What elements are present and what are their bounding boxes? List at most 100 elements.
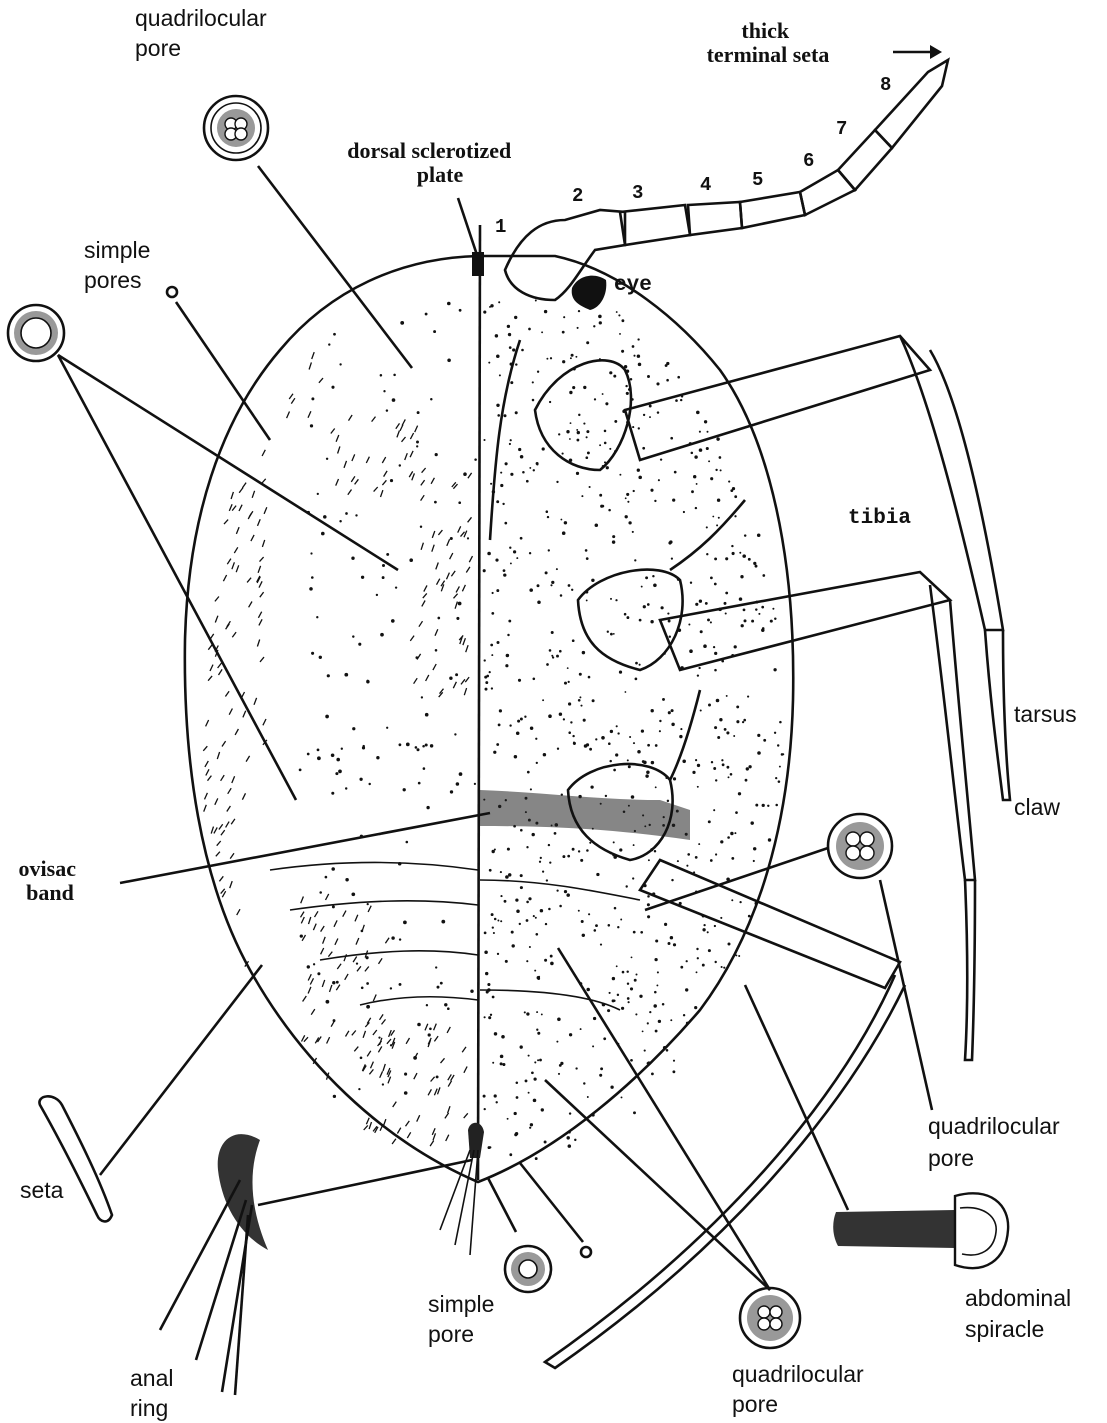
ventral-dot (495, 334, 498, 337)
dorsal-seta-mark (388, 1077, 391, 1084)
ventral-dot (586, 341, 589, 344)
dorsal-seta-mark (229, 504, 232, 511)
dorsal-seta-mark (369, 1122, 371, 1129)
dorsal-seta-mark (242, 483, 246, 488)
ventral-dot (714, 557, 717, 560)
ventral-dot (723, 967, 725, 969)
ventral-dot (672, 498, 675, 501)
ventral-dot (483, 1095, 486, 1098)
ventral-dot (586, 988, 590, 992)
dorsal-dot (325, 876, 328, 879)
ventral-dot (722, 763, 725, 766)
ventral-dot (567, 667, 569, 669)
ventral-dot (695, 856, 698, 859)
ventral-dot (532, 381, 534, 383)
ventral-dot (593, 325, 595, 327)
ventral-dot (744, 619, 747, 622)
dorsal-dot (316, 616, 318, 618)
dorsal-seta-mark (365, 967, 369, 972)
ventral-dot (491, 654, 493, 656)
ventral-dot (530, 788, 532, 790)
ventral-dot (718, 517, 720, 519)
ventral-dot (758, 613, 760, 615)
dorsal-seta-mark (289, 394, 293, 399)
ventral-dot (716, 437, 719, 440)
ventral-dot (665, 364, 668, 367)
dorsal-dot (378, 1037, 380, 1039)
dorsal-seta-mark (343, 911, 346, 917)
dorsal-dot (429, 1027, 432, 1030)
dorsal-seta-mark (221, 830, 225, 835)
dorsal-seta-mark (354, 1047, 358, 1052)
ventral-dot (492, 592, 494, 594)
ventral-dot (689, 649, 693, 653)
ventral-dot (617, 926, 619, 928)
ventral-dot (677, 860, 679, 862)
dorsal-seta-mark (227, 806, 231, 812)
dorsal-dot (393, 374, 396, 377)
dorsal-dot (331, 754, 335, 758)
dorsal-seta-mark (204, 805, 207, 812)
ventral-dot (569, 1033, 572, 1036)
ventral-dot (544, 959, 547, 962)
ventral-dot (551, 581, 554, 584)
ventral-dot (528, 1092, 530, 1094)
ventral-dot (625, 385, 627, 387)
ventral-dot (721, 966, 723, 968)
ventral-dot (616, 725, 618, 727)
ventral-dot (581, 495, 583, 497)
ventral-dot (589, 486, 591, 488)
dorsal-seta-mark (433, 664, 436, 670)
label-simple-pore-bottom: simple pore (428, 1291, 501, 1347)
ventral-dot (578, 310, 580, 312)
ventral-dot (630, 987, 633, 990)
ventral-dot (488, 1146, 491, 1149)
ventral-dot (609, 371, 612, 374)
ventral-dot (483, 311, 486, 314)
dorsal-dot (383, 390, 385, 392)
ventral-dot (692, 771, 695, 774)
ventral-dot (530, 726, 533, 729)
dorsal-seta-mark (308, 987, 311, 994)
ventral-dot (621, 350, 624, 353)
ventral-dot (586, 436, 588, 438)
dorsal-seta-mark (321, 948, 324, 954)
ventral-dot (660, 458, 662, 460)
dorsal-dot (456, 617, 459, 620)
ventral-dot (522, 471, 525, 474)
dorsal-seta-mark (461, 679, 465, 684)
ventral-dot (731, 857, 734, 860)
ventral-dot (672, 1070, 675, 1073)
ventral-dot (546, 663, 549, 666)
dorsal-dot (455, 673, 458, 676)
dorsal-dot (328, 343, 330, 345)
ventral-dot (753, 860, 755, 862)
ventral-dot (487, 983, 490, 986)
dorsal-seta-mark (232, 632, 236, 637)
dorsal-dot (335, 772, 338, 775)
dorsal-seta-mark (392, 1139, 396, 1144)
dorsal-dot (449, 676, 452, 679)
dorsal-seta-mark (210, 665, 213, 671)
ventral-dot (526, 960, 528, 962)
dorsal-dot (299, 769, 302, 772)
ventral-dot (494, 918, 497, 921)
ventral-dot (715, 469, 717, 471)
ventral-dot (649, 416, 651, 418)
dorsal-dot (382, 576, 385, 579)
ventral-dot (724, 728, 727, 731)
dorsal-seta-mark (235, 729, 238, 735)
dorsal-seta-mark (254, 698, 257, 705)
ventral-dot (490, 483, 492, 485)
ventral-dot (580, 1028, 582, 1030)
ventral-dot (493, 751, 496, 754)
ventral-dot (536, 762, 538, 764)
ventral-dot (572, 386, 575, 389)
ventral-dot (534, 1061, 536, 1063)
ventral-dot (488, 1016, 491, 1019)
ventral-dot (747, 696, 749, 698)
dorsal-dot (458, 602, 462, 606)
ventral-dot (520, 455, 524, 459)
dorsal-dot (362, 746, 365, 749)
dorsal-dot (425, 744, 428, 747)
